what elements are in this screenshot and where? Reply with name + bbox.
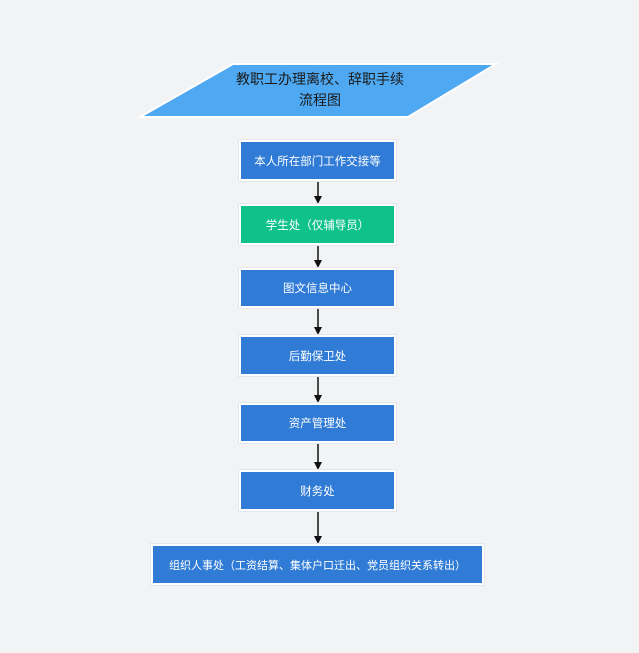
step-label: 本人所在部门工作交接等 xyxy=(254,153,381,168)
step-label: 组织人事处（工资结算、集体户口迁出、党员组织关系转出） xyxy=(169,558,466,572)
diagram-title-line1: 教职工办理离校、辞职手续 xyxy=(236,72,404,88)
step-label: 学生处（仅辅导员） xyxy=(265,217,370,232)
step-label: 资产管理处 xyxy=(288,416,347,430)
step-finance: 财务处 xyxy=(239,470,396,511)
step-label: 财务处 xyxy=(300,483,335,498)
step-label: 图文信息中心 xyxy=(283,281,352,295)
step-student-affairs: 学生处（仅辅导员） xyxy=(239,204,396,245)
step-label: 后勤保卫处 xyxy=(288,348,347,363)
step-department-handover: 本人所在部门工作交接等 xyxy=(239,140,396,181)
diagram-title-line2: 流程图 xyxy=(299,93,341,109)
step-logistics-security: 后勤保卫处 xyxy=(239,335,396,376)
step-library-info-center: 图文信息中心 xyxy=(239,268,396,308)
step-personnel-office: 组织人事处（工资结算、集体户口迁出、党员组织关系转出） xyxy=(151,544,484,585)
diagram-title: 教职工办理离校、辞职手续 流程图 xyxy=(195,70,445,112)
step-asset-management: 资产管理处 xyxy=(239,403,396,443)
